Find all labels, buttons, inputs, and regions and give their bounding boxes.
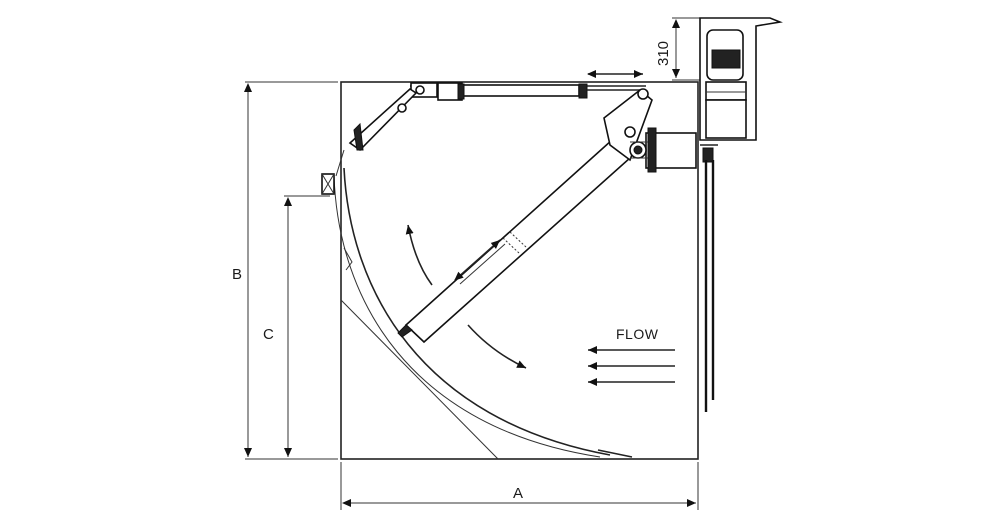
drive-unit: [699, 17, 783, 163]
dimension-310-label: 310: [655, 41, 672, 66]
dimension-c-label: C: [263, 326, 274, 343]
dimension-a-label: A: [513, 485, 523, 502]
channel-frame: [340, 81, 699, 460]
dimension-b-label: B: [232, 266, 242, 283]
dimension-c: C: [263, 195, 330, 457]
top-rail: [410, 82, 646, 101]
upper-scraper-arm: [348, 87, 418, 152]
wall-bracket: [321, 173, 353, 271]
curved-screen: [333, 149, 633, 460]
dimension-a: A: [340, 462, 699, 510]
flow-label: FLOW: [616, 326, 659, 342]
guide-rods: [704, 160, 715, 412]
rake-arm: [397, 88, 653, 344]
rotation-arrow-up: [405, 224, 433, 286]
arm-extension-arrow: [454, 239, 506, 285]
dimension-310: 310: [655, 17, 700, 81]
dimension-b: B: [232, 81, 338, 460]
pivot-motor: [629, 127, 697, 173]
rotation-arrow-down: [467, 324, 527, 369]
flow-indicator: FLOW: [588, 326, 675, 386]
